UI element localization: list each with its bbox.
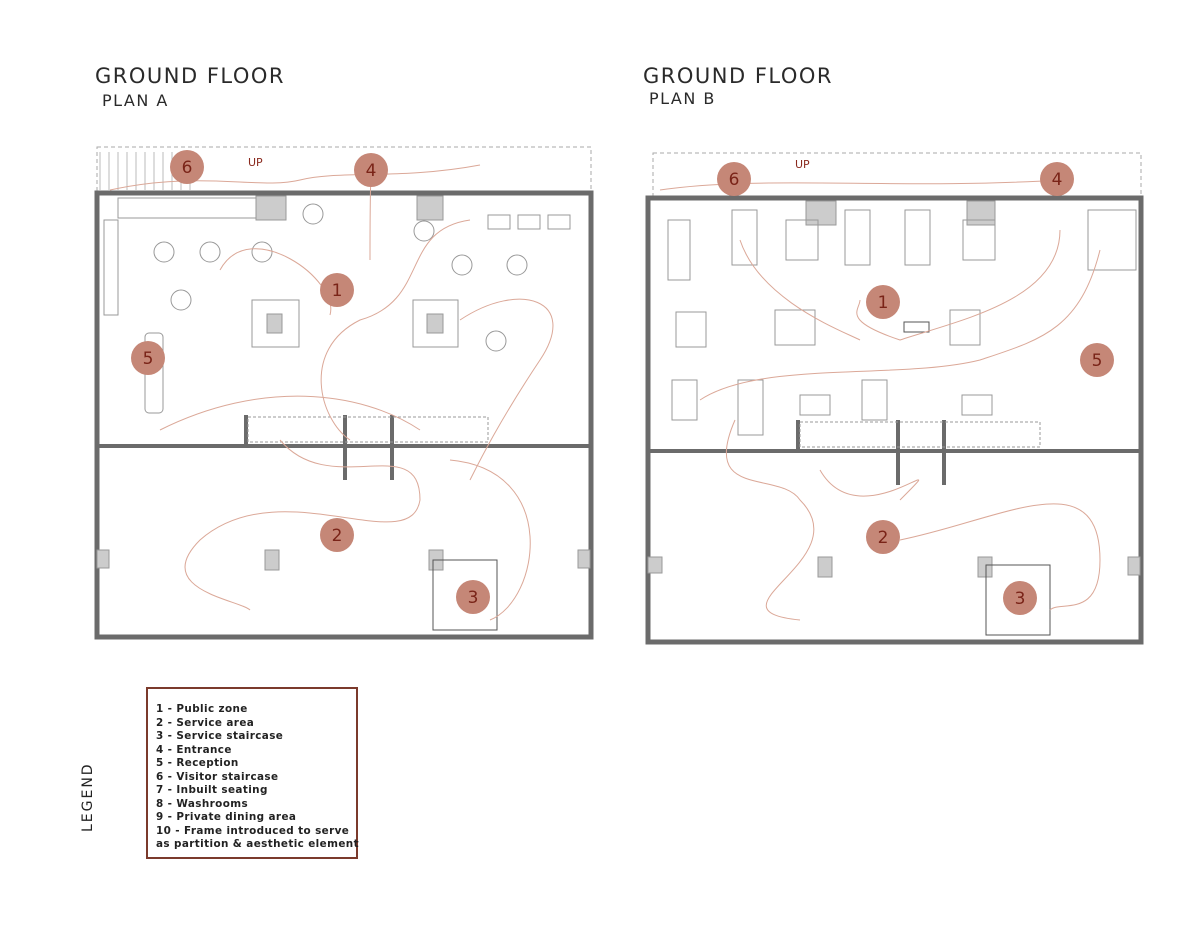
zone-marker: 5 [131,341,165,375]
dining-table [675,311,707,348]
dining-table [844,209,871,266]
zone-marker-number: 2 [332,526,343,546]
round-table [251,241,273,263]
legend-item: 3 - Service staircase [156,730,284,742]
zone-marker: 3 [1003,581,1037,615]
plan-b-subtitle: PLAN B [649,89,716,108]
legend-item: 2 - Service area [156,716,255,729]
zone-marker: 4 [354,153,388,187]
round-table [302,203,324,225]
legend-item: 8 - Washrooms [156,797,249,810]
dining-table [1087,209,1137,271]
round-table [485,330,507,352]
dining-table [774,309,816,346]
outer-wall [94,190,594,640]
zone-marker-number: 5 [1092,351,1103,371]
dining-table [949,309,981,346]
legend-item: 9 - Private dining area [156,811,297,823]
zone-marker: 6 [717,162,751,196]
round-table [153,241,175,263]
zone-marker-number: 3 [468,588,479,608]
dining-table [667,219,691,281]
visitor-staircase-steps [99,152,191,190]
dining-table [799,394,831,416]
circulation-path [109,159,554,621]
dining-table [904,209,931,266]
dining-table [861,379,888,421]
legend-item: as partition & aesthetic element [156,838,359,850]
circulation-path [659,179,1101,621]
legend-item: 7 - Inbuilt seating [156,784,268,796]
round-table [413,220,435,242]
zone-marker-number: 5 [143,349,154,369]
outer-wall [645,195,1144,645]
zone-marker: 5 [1080,343,1114,377]
plan-b-title: GROUND FLOOR [643,64,833,88]
dining-table [737,379,764,436]
zone-marker-number: 3 [1015,589,1026,609]
plan-a-title: GROUND FLOOR [95,64,285,88]
zone-marker-number: 4 [366,161,377,181]
dining-table [731,209,758,266]
round-table [199,241,221,263]
round-table [170,289,192,311]
stair-up-label: UP [795,158,810,171]
dining-table [962,219,996,261]
zone-marker: 6 [170,150,204,184]
zone-marker-number: 2 [878,528,889,548]
dining-table [671,379,698,421]
zone-marker-number: 1 [878,293,889,313]
plan-b-drawing: UP 6 4 1 5 2 3 [645,152,1144,645]
zone-marker: 1 [320,273,354,307]
zone-marker: 2 [320,518,354,552]
zone-marker: 2 [866,520,900,554]
legend-item: 4 - Entrance [156,743,232,756]
dining-table [785,219,819,261]
legend-item: 5 - Reception [156,757,239,769]
plan-a-subtitle: PLAN A [102,91,169,110]
zone-marker: 3 [456,580,490,614]
zone-marker-number: 1 [332,281,343,301]
zone-marker-number: 6 [182,158,193,178]
plan-a-drawing: UP 6 4 1 5 2 3 [94,146,594,640]
zone-marker: 1 [866,285,900,319]
stair-up-label: UP [248,156,263,169]
legend-item: 10 - Frame introduced to serve [156,824,350,837]
zone-marker-number: 6 [729,170,740,190]
zone-marker: 4 [1040,162,1074,196]
zone-marker-number: 4 [1052,170,1063,190]
legend-heading: LEGEND [80,762,96,832]
legend-item: 1 - Public zone [156,703,248,715]
round-table [506,254,528,276]
dining-table [961,394,993,416]
legend-item: 6 - Visitor staircase [156,770,279,783]
round-table [451,254,473,276]
